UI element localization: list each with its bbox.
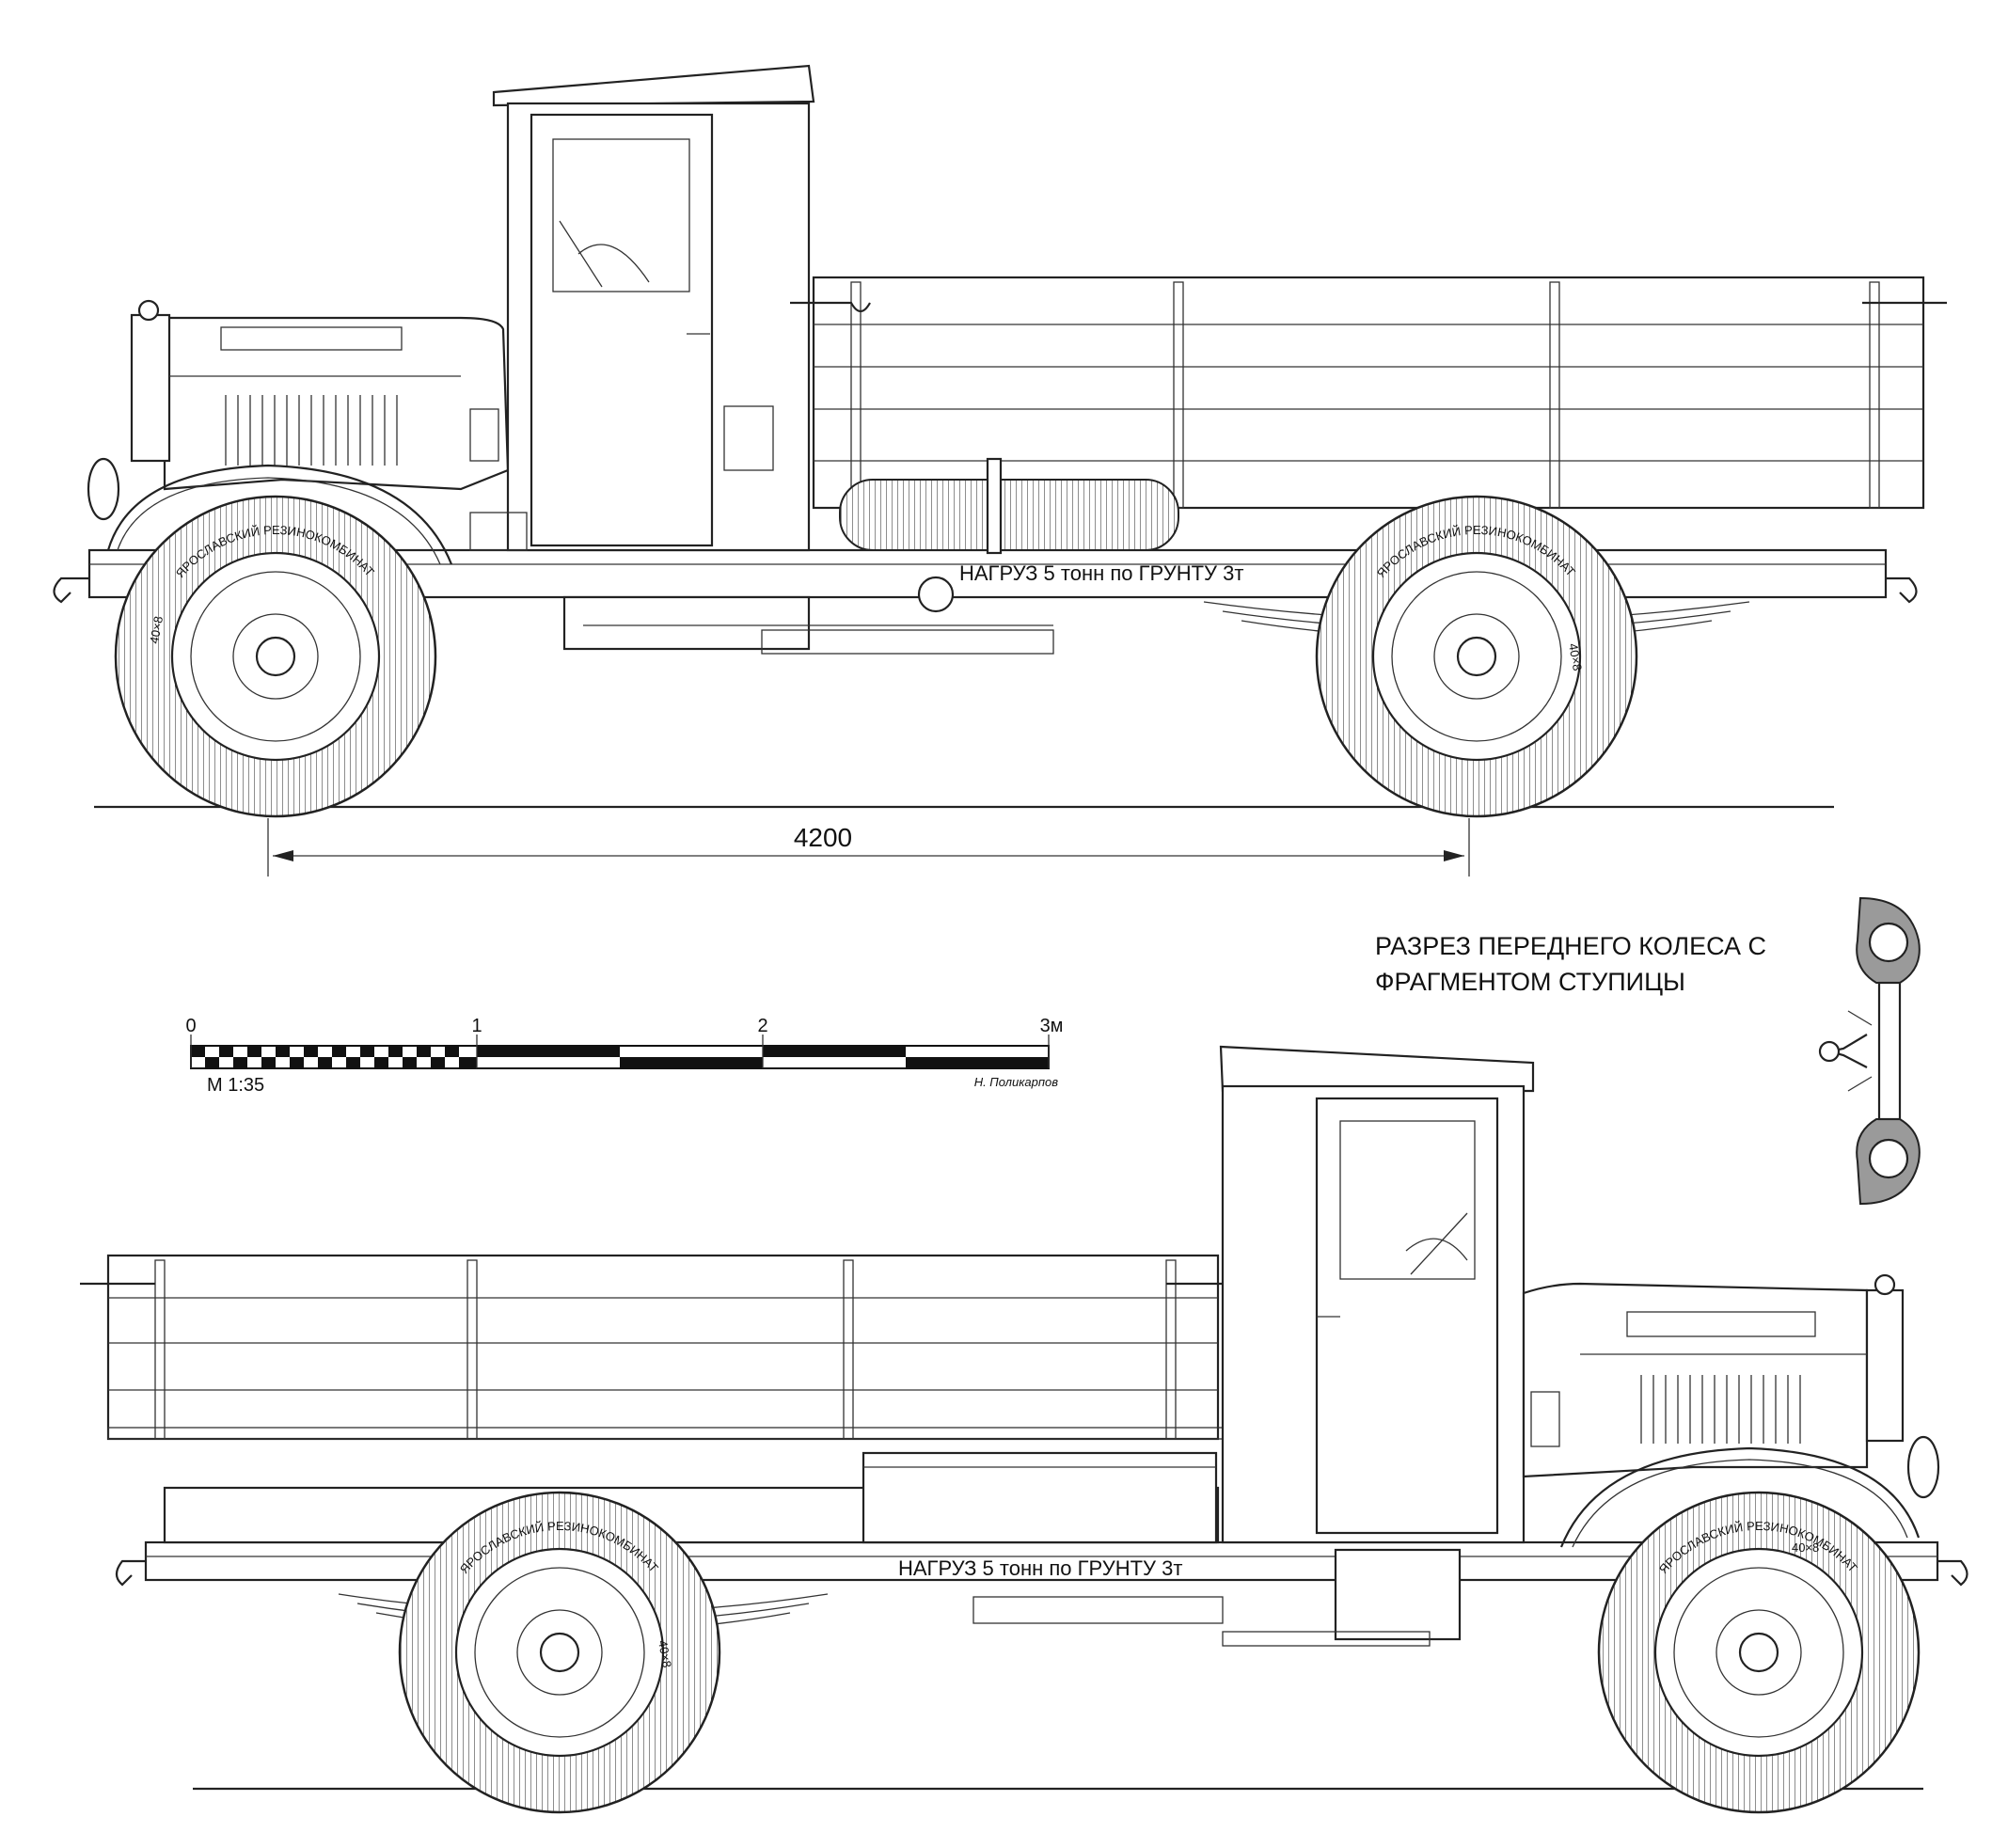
cargo-bed-side [812,276,1925,510]
tire-size-rear-top: 40×8 [1566,642,1585,671]
cab-door [530,113,714,547]
cab-window-bottom [1339,1120,1476,1280]
cargo-marking-top: НАГРУЗ 5 тонн по ГРУНТУ 3т [959,561,1243,585]
section-caption-line1: РАЗРЕЗ ПЕРЕДНЕГО КОЛЕСА С [1375,932,1766,960]
cab-roof [492,64,815,107]
scale-tick-1: 1 [471,1016,482,1036]
cab-window [552,138,690,292]
tire-size-front-bottom: 40×8 [1792,1540,1819,1555]
engine-hood-bottom [1522,1282,1869,1478]
front-wheel-section-detail [1818,896,1921,1206]
front-fender-bottom [1559,1446,1921,1548]
battery-box [1334,1548,1462,1641]
wheelbase-label: 4200 [794,823,852,852]
rear-wheel-bottom [398,1491,721,1814]
headlamp-bottom [1906,1435,1940,1499]
steering-wheel [559,220,650,288]
scale-tick-3: 3м [1040,1016,1064,1036]
scale-bar [190,1035,1050,1069]
cargo-marking-bottom: НАГРУЗ 5 тонн по ГРУНТУ 3т [898,1556,1182,1580]
rear-tow-hook-bottom [115,1559,146,1587]
scale-tick-0: 0 [185,1016,196,1036]
front-fender [106,464,453,565]
cab-door-bottom [1315,1097,1499,1535]
cab-body-bottom [1221,1084,1526,1544]
scale-ratio-label: М 1:35 [207,1075,264,1096]
hood-louvers-bottom [1640,1375,1801,1444]
cab-body [506,102,811,552]
section-caption-line2: ФРАГМЕНТОМ СТУПИЦЫ [1375,968,1685,996]
cab-roof-bottom [1219,1045,1535,1093]
radiator-front-bottom [1865,1288,1905,1443]
truck-side-view-left: ЯРОСЛАВСКИЙ РЕЗИНОКОМБИНАТ ЯРОСЛАВСКИЙ Р… [53,64,1947,877]
front-tow-hook [53,577,89,604]
headlamp [87,457,120,521]
tire-size-front-top: 40×8 [147,615,166,644]
hood-louvers [225,395,398,466]
tire-size-rear-bottom: 40×8 [656,1639,674,1668]
front-wheel-bottom [1597,1491,1921,1814]
spare-wheel [839,457,1179,555]
cargo-bed-side-bottom [106,1254,1220,1441]
front-wheel-top [114,495,437,818]
truck-side-view-right: ЯРОСЛАВСКИЙ РЕЗИНОКОМБИНАТ ЯРОСЛАВСКИЙ Р… [80,1045,1968,1814]
cargo-bed-stakes-bottom [154,1259,1177,1440]
fuel-filler [917,576,955,613]
rear-tow-hook [1886,577,1918,604]
wheelbase-dimension [267,818,1470,877]
rear-wheel-top [1315,495,1638,818]
author-signature: Н. Поликарпов [974,1075,1059,1089]
front-tow-hook-bottom [1937,1559,1968,1587]
scale-tick-2: 2 [757,1016,767,1036]
radiator-front [130,313,171,463]
